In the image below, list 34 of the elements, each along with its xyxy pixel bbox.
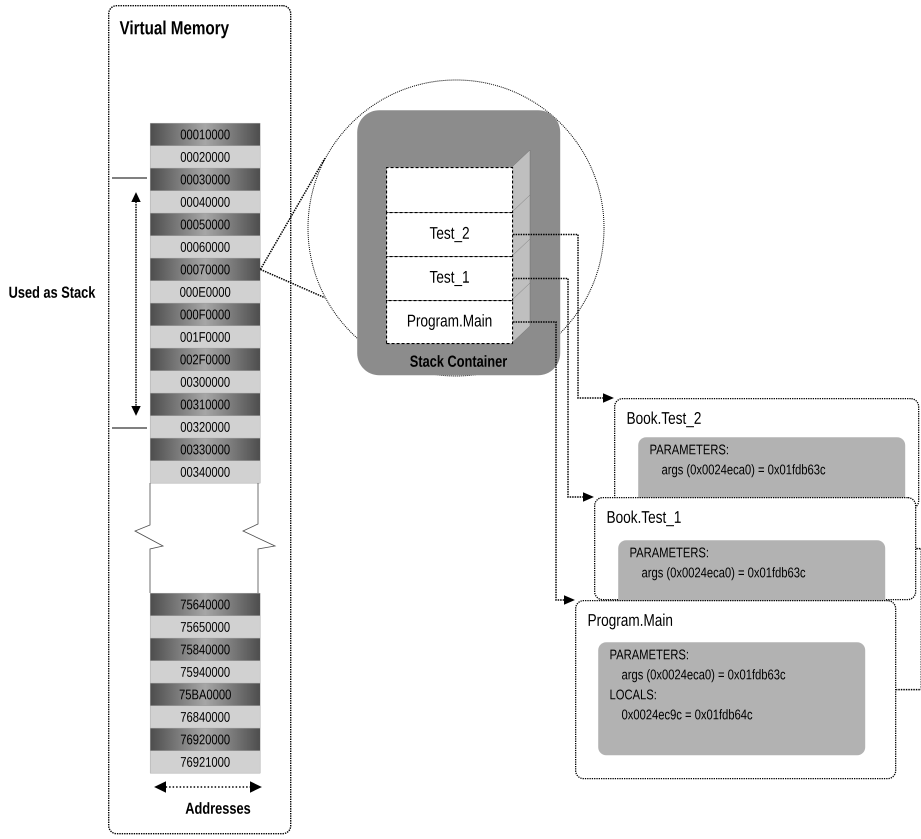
address-cell: 00060000 <box>150 236 260 258</box>
address-cell: 00040000 <box>150 190 260 214</box>
address-cell: 00330000 <box>150 438 260 461</box>
zoom-line <box>260 268 326 298</box>
address-cell: 75BA0000 <box>150 683 260 706</box>
stack-frame: Program.Main <box>386 300 514 344</box>
address-cell: 76840000 <box>150 706 260 728</box>
address-cell: 75650000 <box>150 616 260 638</box>
address-cell: 000F0000 <box>150 303 260 326</box>
variables-box: PARAMETERS: args (0x0024eca0) = 0x01fdb63c LOCALS: 0x0024ec9c = 0x01fdb64c <box>598 642 866 756</box>
address-cell: 001F0000 <box>150 326 260 348</box>
address-cell: 75840000 <box>150 638 260 661</box>
address-cell: 002F0000 <box>150 348 260 371</box>
address-cell: 00010000 <box>150 123 260 146</box>
address-cell: 00300000 <box>150 370 260 394</box>
stack-frame: Test_2 <box>386 212 514 258</box>
address-cell: 75640000 <box>150 593 260 616</box>
address-cell: 00310000 <box>150 393 260 416</box>
address-cell: 00340000 <box>150 460 260 484</box>
address-cell: 76921000 <box>150 750 260 774</box>
address-cell: 00020000 <box>150 146 260 168</box>
address-cell: 75940000 <box>150 660 260 684</box>
dimension-label: Addresses <box>186 802 250 814</box>
address-cell: 76920000 <box>150 728 260 751</box>
stack-frame: Test_1 <box>386 256 514 302</box>
connector-line <box>896 548 921 690</box>
stack-frame <box>386 167 514 214</box>
address-cell: 00050000 <box>150 213 260 236</box>
zoom-line <box>260 158 326 270</box>
address-cell: 00030000 <box>150 168 260 191</box>
dimension-label: Used as Stack <box>9 286 96 298</box>
address-cell: 00070000 <box>150 258 260 281</box>
address-cell: 00320000 <box>150 416 260 438</box>
address-cell: 000E0000 <box>150 280 260 304</box>
